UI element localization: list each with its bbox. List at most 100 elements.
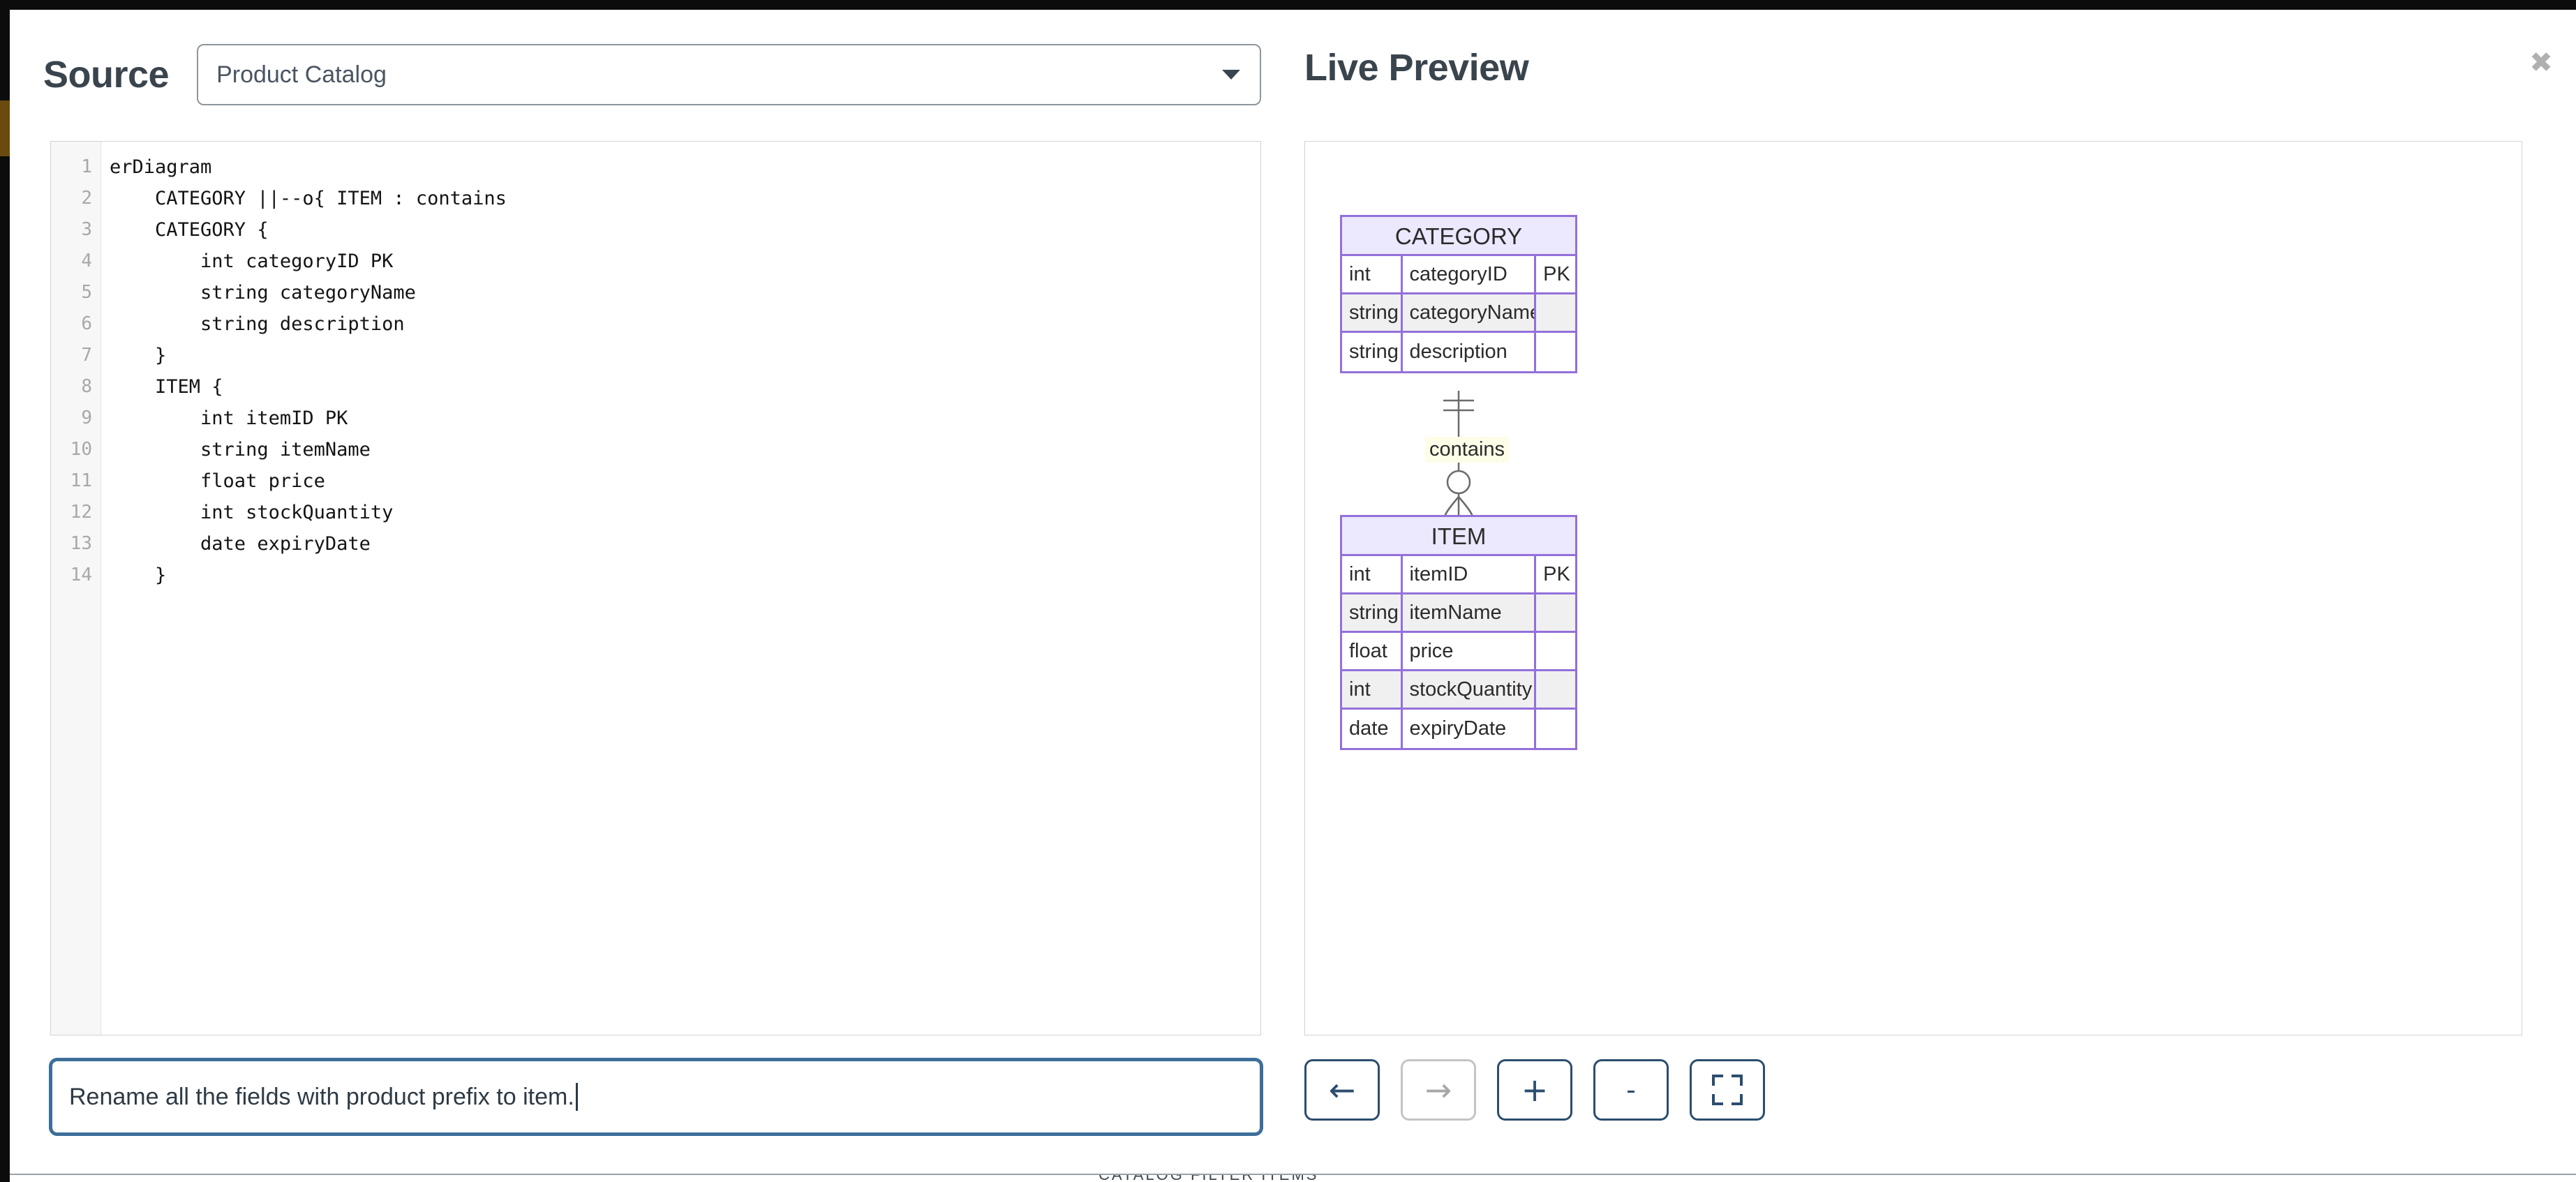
er-attribute-name: expiryDate	[1403, 710, 1537, 748]
source-title: Source	[43, 54, 170, 96]
er-attribute-type: int	[1342, 671, 1403, 708]
code-line: int stockQuantity	[110, 502, 394, 523]
zoom-in-button[interactable]: +	[1497, 1059, 1572, 1121]
preview-pane: Live Preview contains CATEGOR	[1296, 10, 2576, 1174]
line-number: 10	[70, 439, 92, 460]
er-entity-title: ITEM	[1342, 517, 1575, 556]
relationship-label: contains	[1425, 437, 1510, 463]
code-content[interactable]: erDiagram CATEGORY ||--o{ ITEM : contain…	[101, 142, 1260, 1035]
er-attribute-name: description	[1403, 333, 1537, 371]
line-number: 5	[81, 282, 92, 303]
code-line: }	[110, 564, 167, 586]
pan-right-button: →	[1401, 1059, 1476, 1121]
code-line: ITEM {	[110, 376, 223, 398]
code-line: float price	[110, 470, 325, 492]
er-attribute-type: string	[1342, 333, 1403, 371]
preview-title: Live Preview	[1304, 47, 1529, 89]
line-number: 14	[70, 564, 92, 585]
fit-to-screen-button[interactable]	[1690, 1059, 1765, 1121]
code-line: int itemID PK	[110, 407, 348, 429]
er-attribute-type: string	[1342, 294, 1403, 331]
line-number: 9	[81, 407, 92, 428]
obscured-page-content: CATALOG FILTER ITEMS	[10, 1174, 2576, 1182]
line-number: 1	[81, 156, 92, 177]
er-entity-title: CATEGORY	[1342, 217, 1575, 256]
line-number: 4	[81, 250, 92, 271]
page-background-top	[0, 0, 2576, 10]
code-line: string description	[110, 313, 405, 335]
code-line: }	[110, 345, 167, 366]
page-background-left	[0, 10, 10, 1182]
preview-toolbar: ← → + -	[1304, 1059, 1765, 1121]
toolbar-glyph: -	[1626, 1075, 1636, 1105]
er-attribute-key: PK	[1543, 262, 1570, 285]
diagram-select[interactable]: Product Catalog	[197, 44, 1261, 105]
pan-left-button[interactable]: ←	[1304, 1059, 1380, 1121]
er-attribute-type: string	[1342, 594, 1403, 631]
toolbar-glyph: +	[1521, 1071, 1549, 1109]
line-number: 13	[70, 533, 92, 554]
er-attribute-type: int	[1342, 556, 1403, 592]
prompt-input[interactable]: Rename all the fields with product prefi…	[49, 1058, 1263, 1136]
er-attribute-key	[1536, 633, 1575, 669]
fit-to-screen-icon	[1712, 1075, 1743, 1105]
er-attribute-name: price	[1403, 633, 1537, 669]
line-number: 8	[81, 376, 92, 397]
line-number: 2	[81, 188, 92, 209]
er-attribute-name: itemID	[1403, 556, 1537, 592]
text-caret	[575, 1083, 578, 1111]
er-attribute-key	[1536, 594, 1575, 631]
er-attribute-name: stockQuantity	[1403, 671, 1537, 708]
toolbar-glyph: →	[1424, 1071, 1452, 1109]
er-attribute-key	[1536, 333, 1575, 371]
er-attribute-key	[1536, 671, 1575, 708]
line-number: 7	[81, 345, 92, 366]
obscured-text: CATALOG FILTER ITEMS	[1099, 1175, 1318, 1182]
code-line: string itemName	[110, 439, 371, 461]
er-attribute-type: date	[1342, 710, 1403, 748]
er-attribute-key	[1536, 710, 1575, 748]
er-attribute-name: categoryID	[1403, 256, 1537, 292]
er-attribute-key: PK	[1543, 562, 1570, 585]
diagram-select-wrapper: Product Catalog	[197, 44, 1261, 105]
er-attribute-name: itemName	[1403, 594, 1537, 631]
source-header: Source Product Catalog	[43, 43, 1261, 106]
prompt-input-value: Rename all the fields with product prefi…	[69, 1083, 574, 1110]
code-line: erDiagram	[110, 156, 212, 178]
code-line: int categoryID PK	[110, 250, 394, 272]
page-background-accent	[0, 100, 10, 156]
line-number: 11	[70, 470, 92, 491]
toolbar-glyph: ←	[1328, 1071, 1356, 1109]
line-number: 6	[81, 313, 92, 334]
er-attribute-type: int	[1342, 256, 1403, 292]
code-line: CATEGORY ||--o{ ITEM : contains	[110, 188, 507, 209]
er-attribute-type: float	[1342, 633, 1403, 669]
code-line: CATEGORY {	[110, 219, 269, 241]
close-icon[interactable]: ✖	[2529, 47, 2553, 79]
line-number: 3	[81, 219, 92, 240]
code-line: date expiryDate	[110, 533, 371, 555]
line-number: 12	[70, 502, 92, 523]
code-line: string categoryName	[110, 282, 416, 304]
zoom-out-button[interactable]: -	[1593, 1059, 1669, 1121]
er-attribute-name: categoryName	[1403, 294, 1537, 331]
er-attribute-key	[1536, 294, 1575, 331]
diagram-select-value: Product Catalog	[216, 61, 387, 88]
